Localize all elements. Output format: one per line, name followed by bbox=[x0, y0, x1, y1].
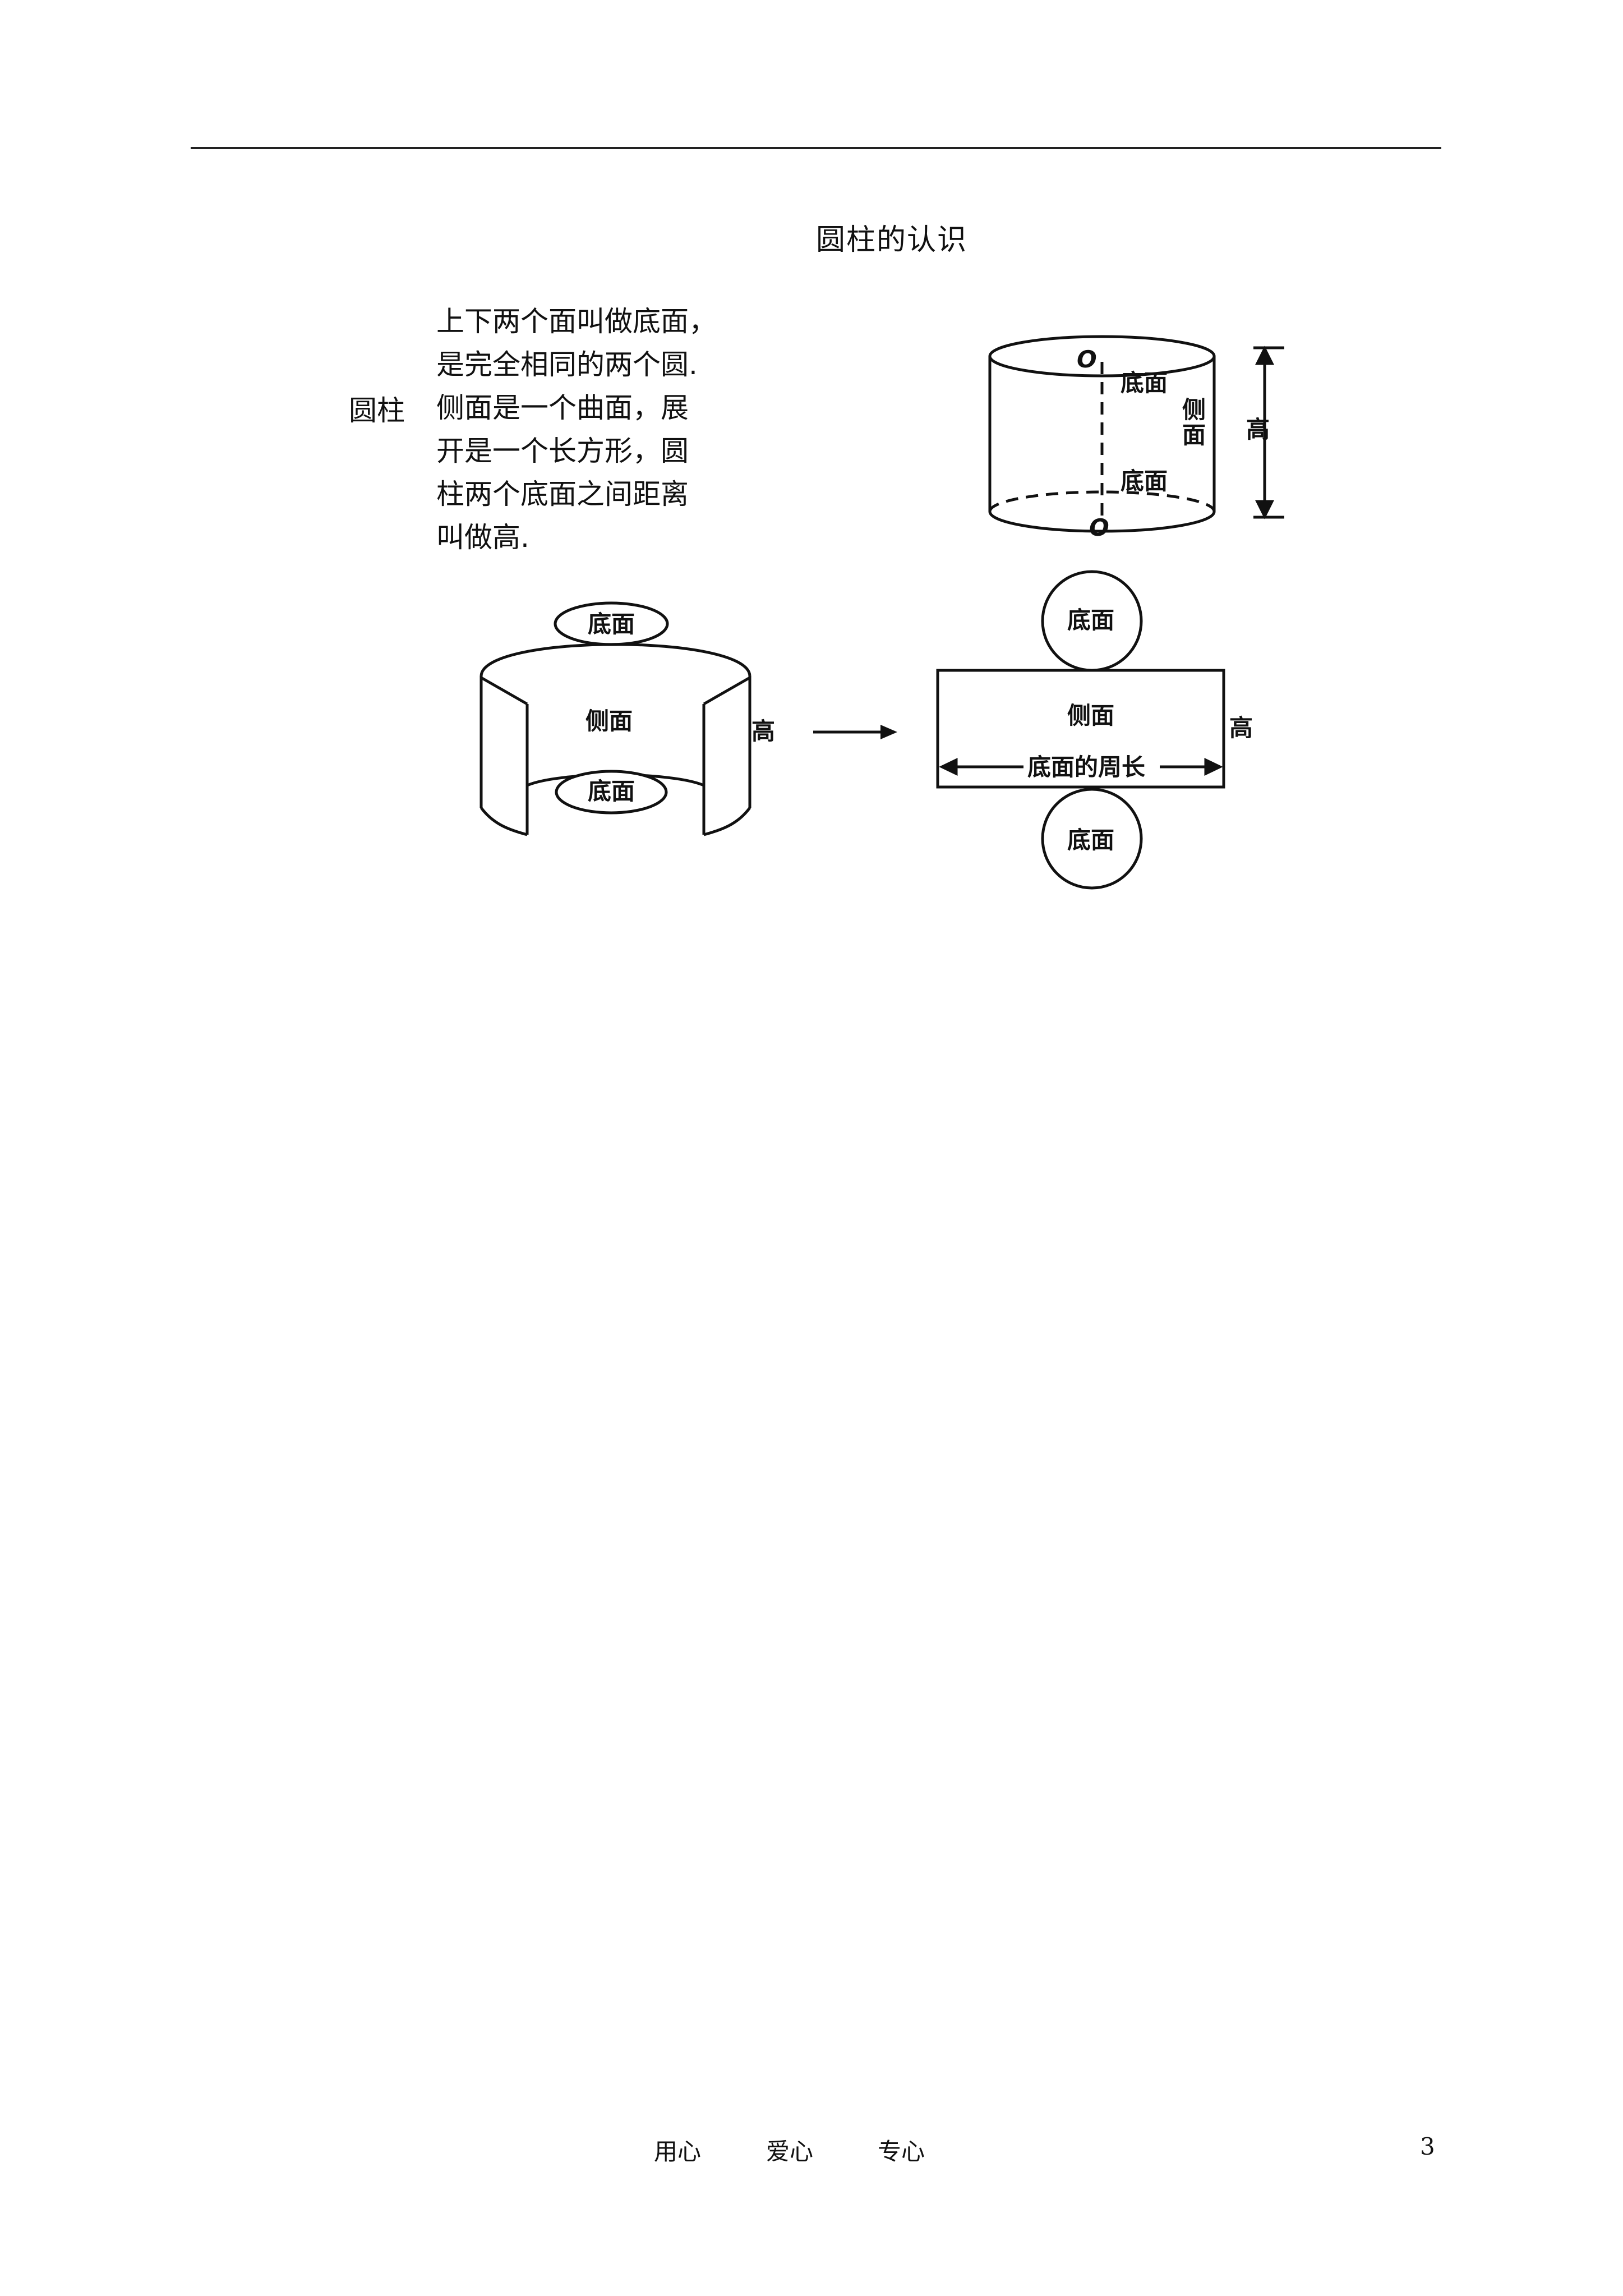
net-side-label: 侧面 bbox=[1067, 702, 1114, 729]
opened-left-top-edge bbox=[480, 676, 528, 706]
net-bottom-base-circle bbox=[1041, 788, 1143, 890]
center-label-top: O bbox=[1077, 346, 1097, 373]
opened-right-bottom bbox=[703, 807, 751, 836]
header-rule bbox=[191, 147, 1441, 149]
height-arrow-up bbox=[1255, 346, 1275, 365]
definition-line: 是完全相同的两个圆. bbox=[436, 348, 698, 381]
perimeter-arrow-right bbox=[1204, 758, 1223, 776]
cylinder-figure: O O 底面 底面 侧 面 高 底面 侧面 底面 高 底面 侧面 底面的周长 高… bbox=[479, 335, 1284, 890]
term-label: 圆柱 bbox=[349, 394, 405, 427]
bottom-base-label: 底面 bbox=[1121, 467, 1168, 495]
definition-line: 叫做高. bbox=[436, 521, 529, 554]
opened-cylinder bbox=[479, 601, 751, 836]
definition-text: 上下两个面叫做底面， 是完全相同的两个圆. 侧面是一个曲面，展 开是一个长方形，… bbox=[436, 300, 750, 559]
opened-side-label: 侧面 bbox=[585, 707, 633, 735]
opened-right-top-edge bbox=[703, 676, 751, 706]
net-perimeter-label: 底面的周长 bbox=[1027, 753, 1145, 781]
top-base-label: 底面 bbox=[1121, 369, 1168, 397]
labeled-cylinder bbox=[988, 335, 1284, 533]
net-side-rectangle bbox=[936, 669, 1225, 789]
perimeter-arrow-left bbox=[939, 758, 958, 776]
height-label-top: 高 bbox=[1246, 416, 1270, 443]
definition-line: 柱两个底面之间距离 bbox=[436, 478, 689, 510]
opened-cylinder-top-rim bbox=[479, 643, 751, 677]
opened-height-label: 高 bbox=[751, 717, 775, 745]
side-label-vertical-1: 侧 bbox=[1182, 396, 1206, 424]
cylinder-bottom-front bbox=[988, 511, 1216, 533]
opened-top-base-label: 底面 bbox=[588, 610, 635, 638]
page-title: 圆柱的认识 bbox=[815, 223, 967, 257]
center-label-bottom: O bbox=[1089, 514, 1109, 541]
bottom-base-disc bbox=[555, 770, 668, 815]
opened-bottom-base-label: 底面 bbox=[588, 777, 635, 805]
footer-motto-1: 用心 bbox=[654, 2138, 702, 2165]
net-height-label: 高 bbox=[1229, 714, 1253, 742]
net-bottom-base-label: 底面 bbox=[1067, 826, 1114, 854]
footer-motto-3: 专心 bbox=[878, 2138, 925, 2165]
cylinder-net bbox=[936, 570, 1225, 890]
net-top-base-label: 底面 bbox=[1067, 606, 1114, 634]
definition-line: 上下两个面叫做底面， bbox=[436, 305, 717, 338]
side-label-vertical-2: 面 bbox=[1182, 421, 1206, 449]
height-arrow-down bbox=[1255, 500, 1275, 519]
transform-arrowhead bbox=[880, 725, 897, 739]
page-number: 3 bbox=[1420, 2133, 1435, 2160]
footer-motto-2: 爱心 bbox=[766, 2138, 814, 2165]
definition-line: 开是一个长方形，圆 bbox=[436, 435, 689, 467]
definition-line: 侧面是一个曲面，展 bbox=[436, 392, 689, 424]
opened-left-bottom bbox=[479, 807, 528, 836]
